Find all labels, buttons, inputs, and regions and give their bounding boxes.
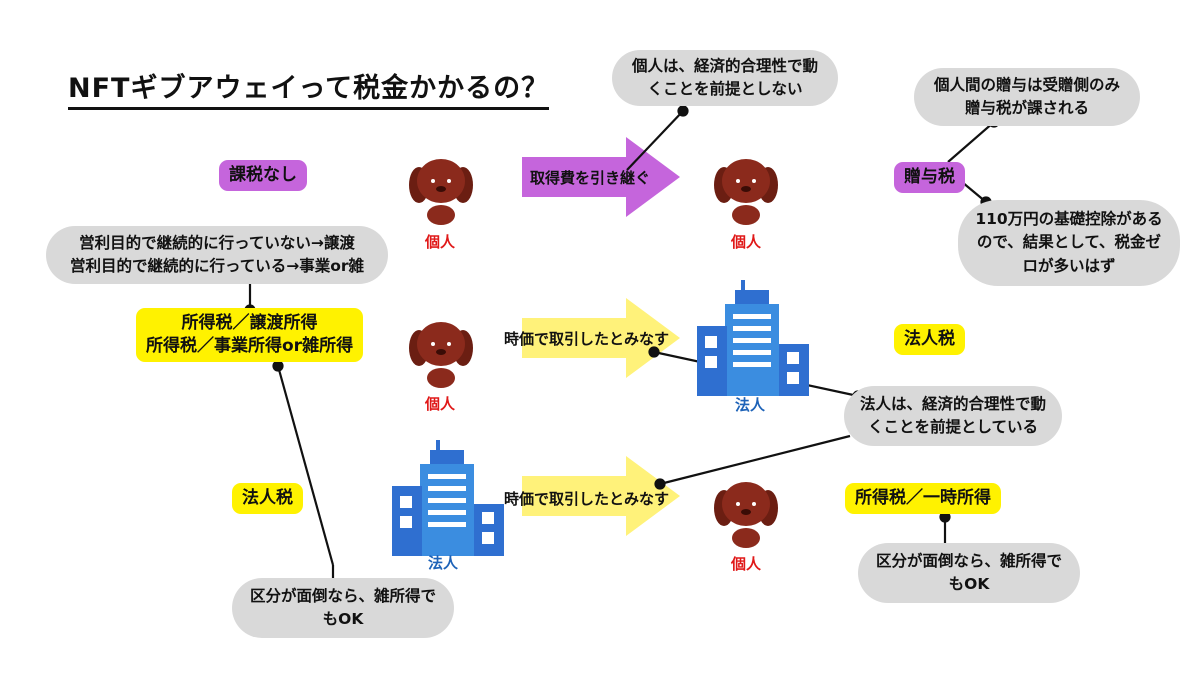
tax-tag-none: 課税なし	[219, 160, 307, 191]
dog-face-icon	[714, 159, 778, 225]
person-label: 個人	[425, 233, 456, 251]
corporation-label: 法人	[735, 396, 766, 414]
note-corp-rational: 法人は、経済的合理性で動 くことを前提としている	[844, 386, 1062, 446]
corporation-label: 法人	[428, 554, 459, 572]
dog-face-icon	[409, 322, 473, 388]
dog-face-icon	[409, 159, 473, 225]
note-misc-ok-left: 区分が面倒なら、雑所得で もOK	[232, 578, 454, 638]
arrow-row3	[522, 456, 680, 536]
office-building-icon	[392, 440, 504, 556]
arrow-row2	[522, 298, 680, 378]
note-gift-tax: 個人間の贈与は受贈側のみ 贈与税が課される	[914, 68, 1140, 126]
tax-tag-corporate-left: 法人税	[232, 483, 303, 514]
dog-face-icon	[714, 482, 778, 548]
note-misc-ok-right: 区分が面倒なら、雑所得で もOK	[858, 543, 1080, 603]
page-title: NFTギブアウェイって税金かかるの？	[68, 66, 550, 110]
note-person-rational: 個人は、経済的合理性で動 くことを前提としない	[612, 50, 838, 106]
person-label: 個人	[731, 233, 762, 251]
arrow-text-row1: 取得費を引き継ぐ	[530, 169, 651, 187]
tax-tag-temporary-income: 所得税／一時所得	[845, 483, 1001, 514]
arrow-text-row3: 時価で取引したとみなす	[504, 490, 670, 508]
office-building-icon	[697, 280, 809, 396]
tax-tag-income: 所得税／譲渡所得 所得税／事業所得or雑所得	[136, 308, 364, 362]
note-business-purpose: 営利目的で継続的に行っていない→譲渡 営利目的で継続的に行っている→事業or雑	[46, 226, 388, 284]
note-basic-deduction: 110万円の基礎控除がある ので、結果として、税金ゼ ロが多いはず	[958, 200, 1180, 286]
person-label: 個人	[731, 555, 762, 573]
person-label: 個人	[425, 395, 456, 413]
tax-tag-gift: 贈与税	[894, 162, 965, 193]
arrow-text-row2: 時価で取引したとみなす	[504, 330, 670, 348]
tax-tag-corporate: 法人税	[894, 324, 965, 355]
